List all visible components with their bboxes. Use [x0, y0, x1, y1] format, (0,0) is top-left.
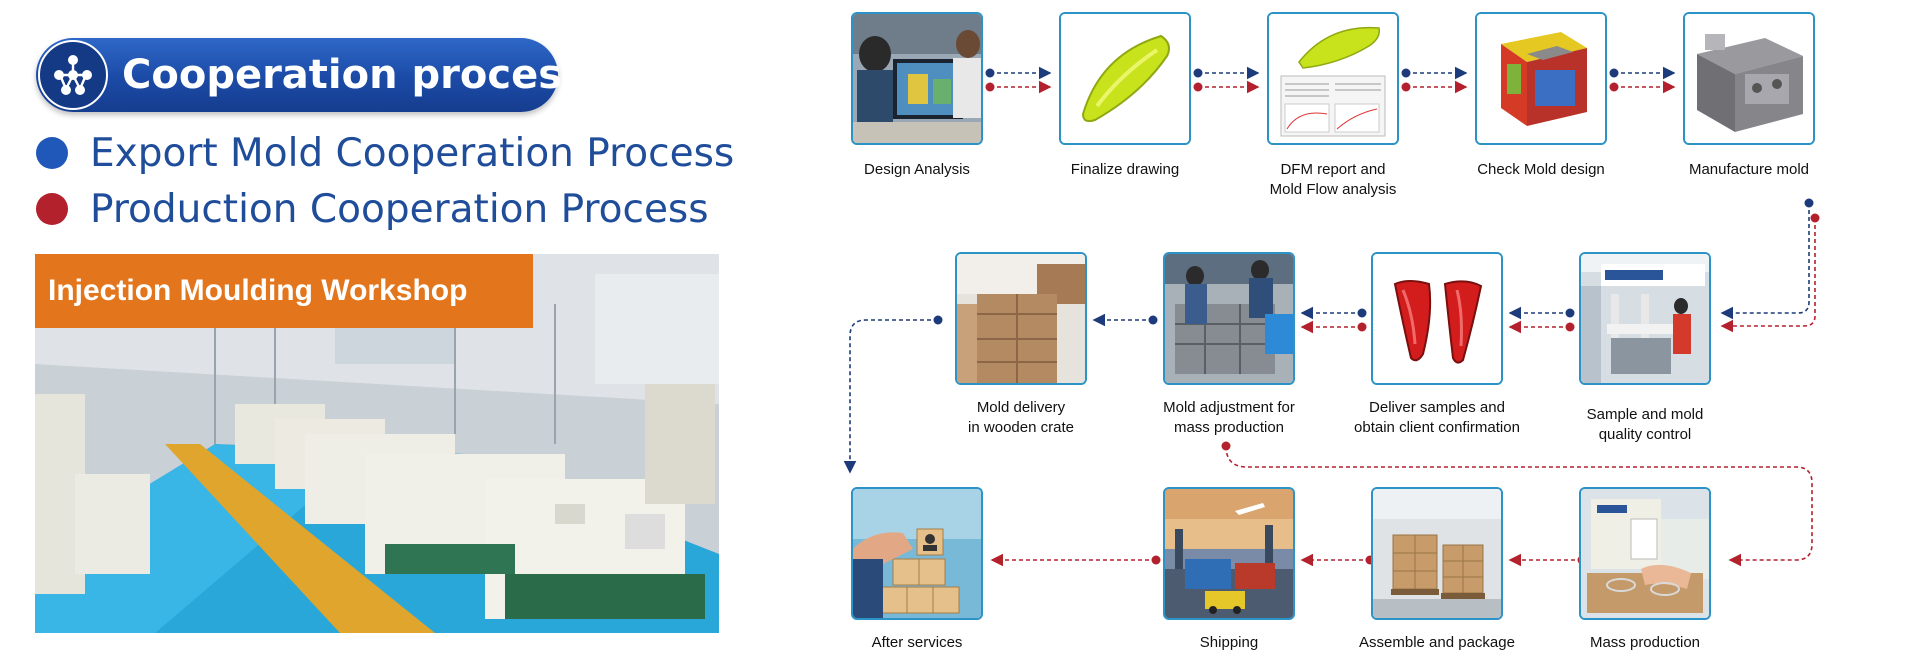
step-finalize-drawing: Finalize drawing	[1070, 161, 1180, 178]
step-mold-delivery: Mold delivery in wooden crate	[968, 399, 1074, 436]
row1-arrows	[990, 66, 1676, 94]
page-title: Cooperation process	[122, 52, 586, 98]
step-check-mold-design: Check Mold design	[1477, 161, 1605, 178]
legend-production-label: Production Cooperation Process	[90, 186, 709, 232]
manufacture-mold-image	[1683, 12, 1815, 145]
red-dot-icon	[36, 193, 68, 225]
step-design-analysis: Design Analysis	[864, 161, 970, 178]
legend-production: Production Cooperation Process	[36, 184, 709, 234]
quality-control-image	[1579, 252, 1711, 385]
wooden-crate-image	[955, 252, 1087, 385]
workshop-photo: Injection Moulding Workshop	[35, 254, 719, 633]
step-quality-control: Sample and mold quality control	[1586, 406, 1704, 443]
workshop-banner: Injection Moulding Workshop	[35, 254, 533, 328]
dfm-report-image	[1267, 12, 1399, 145]
assemble-package-image	[1371, 487, 1503, 620]
step-mold-adjustment: Mold adjustment for mass production	[1163, 399, 1295, 436]
samples-image	[1371, 252, 1503, 385]
network-nodes-icon	[38, 40, 108, 110]
step-after-services: After services	[871, 634, 963, 651]
after-services-image	[851, 487, 983, 620]
design-analysis-image	[851, 12, 983, 145]
legend-export-label: Export Mold Cooperation Process	[90, 130, 735, 176]
step-shipping: Shipping	[1199, 634, 1259, 651]
check-mold-design-image	[1475, 12, 1607, 145]
legend-export: Export Mold Cooperation Process	[36, 128, 734, 178]
mold-adjustment-image	[1163, 252, 1295, 385]
shipping-image	[1163, 487, 1295, 620]
mass-production-image	[1579, 487, 1711, 620]
step-deliver-samples: Deliver samples and obtain client confir…	[1354, 399, 1520, 436]
step-dfm-report: DFM report and Mold Flow analysis	[1269, 161, 1397, 198]
finalize-drawing-image	[1059, 12, 1191, 145]
step-manufacture-mold: Manufacture mold	[1688, 161, 1810, 178]
blue-dot-icon	[36, 137, 68, 169]
title-banner: Cooperation process	[36, 38, 586, 112]
step-assemble-package: Assemble and package	[1359, 634, 1515, 651]
step-mass-production: Mass production	[1589, 634, 1701, 651]
